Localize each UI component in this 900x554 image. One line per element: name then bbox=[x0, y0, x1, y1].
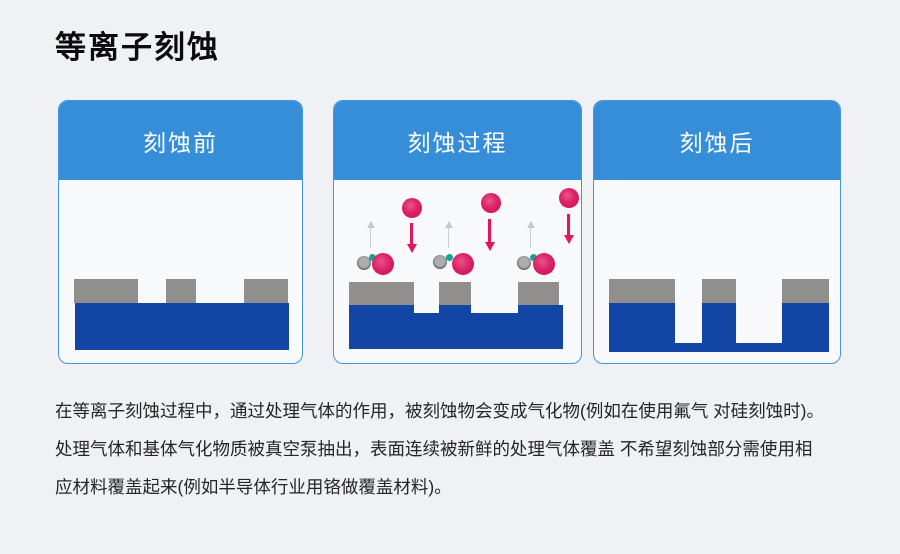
description-line: 处理气体和基体气化物质被真空泵抽出，表面连续被新鲜的处理气体覆盖 不希望刻蚀部分… bbox=[55, 439, 813, 459]
panel-diagram-before bbox=[59, 180, 302, 363]
outgas-arrow-up-icon bbox=[366, 221, 375, 248]
byproduct-molecule-icon bbox=[452, 253, 474, 275]
panel-header: 刻蚀过程 bbox=[334, 101, 581, 180]
description-line: 在等离子刻蚀过程中，通过处理气体的作用，被刻蚀物会变成气化物(例如在使用氟气 对… bbox=[55, 401, 825, 421]
mask-block bbox=[702, 279, 736, 303]
substrate-layer bbox=[75, 303, 289, 350]
etch-arrow-down-icon bbox=[563, 214, 574, 244]
ion-particle-icon bbox=[559, 188, 579, 208]
mask-block bbox=[74, 279, 138, 303]
panel-diagram-process bbox=[334, 180, 581, 363]
panel-diagram-after bbox=[594, 180, 840, 363]
description-line: 应材料覆盖起来(例如半导体行业用铬做覆盖材料)。 bbox=[55, 477, 452, 497]
byproduct-molecule-icon bbox=[433, 255, 447, 269]
outgas-arrow-up-icon bbox=[444, 221, 453, 248]
mask-block bbox=[782, 279, 829, 303]
mask-block bbox=[609, 279, 675, 303]
ion-particle-icon bbox=[481, 193, 501, 213]
byproduct-molecule-icon bbox=[517, 256, 531, 270]
byproduct-molecule-icon bbox=[357, 256, 371, 270]
outgas-arrow-up-icon bbox=[526, 221, 535, 248]
panel-etching-process: 刻蚀过程 bbox=[333, 100, 582, 364]
panel-label: 刻蚀前 bbox=[143, 129, 218, 156]
etch-arrow-down-icon bbox=[406, 223, 417, 253]
mask-block bbox=[518, 282, 559, 305]
mask-block bbox=[349, 282, 414, 305]
substrate-ridge bbox=[349, 305, 414, 313]
substrate-base bbox=[609, 343, 829, 352]
ion-particle-icon bbox=[402, 198, 422, 218]
description-paragraph: 在等离子刻蚀过程中，通过处理气体的作用，被刻蚀物会变成气化物(例如在使用氟气 对… bbox=[55, 392, 875, 506]
panel-after-etching: 刻蚀后 bbox=[593, 100, 841, 364]
substrate-ridge bbox=[439, 305, 471, 313]
page-title: 等离子刻蚀 bbox=[55, 30, 220, 65]
panel-header: 刻蚀前 bbox=[59, 101, 302, 180]
panel-label: 刻蚀后 bbox=[679, 129, 755, 156]
panel-header: 刻蚀后 bbox=[594, 101, 840, 180]
byproduct-molecule-icon bbox=[533, 253, 555, 275]
byproduct-molecule-icon bbox=[372, 253, 394, 275]
mask-block bbox=[439, 282, 471, 305]
panel-before-etching: 刻蚀前 bbox=[58, 100, 303, 364]
mask-block bbox=[166, 279, 196, 303]
panel-label: 刻蚀过程 bbox=[407, 129, 508, 156]
substrate-ridge bbox=[518, 305, 563, 313]
byproduct-molecule-icon bbox=[446, 254, 453, 261]
etch-arrow-down-icon bbox=[484, 219, 495, 251]
substrate-layer bbox=[349, 313, 563, 349]
mask-block bbox=[244, 279, 288, 303]
